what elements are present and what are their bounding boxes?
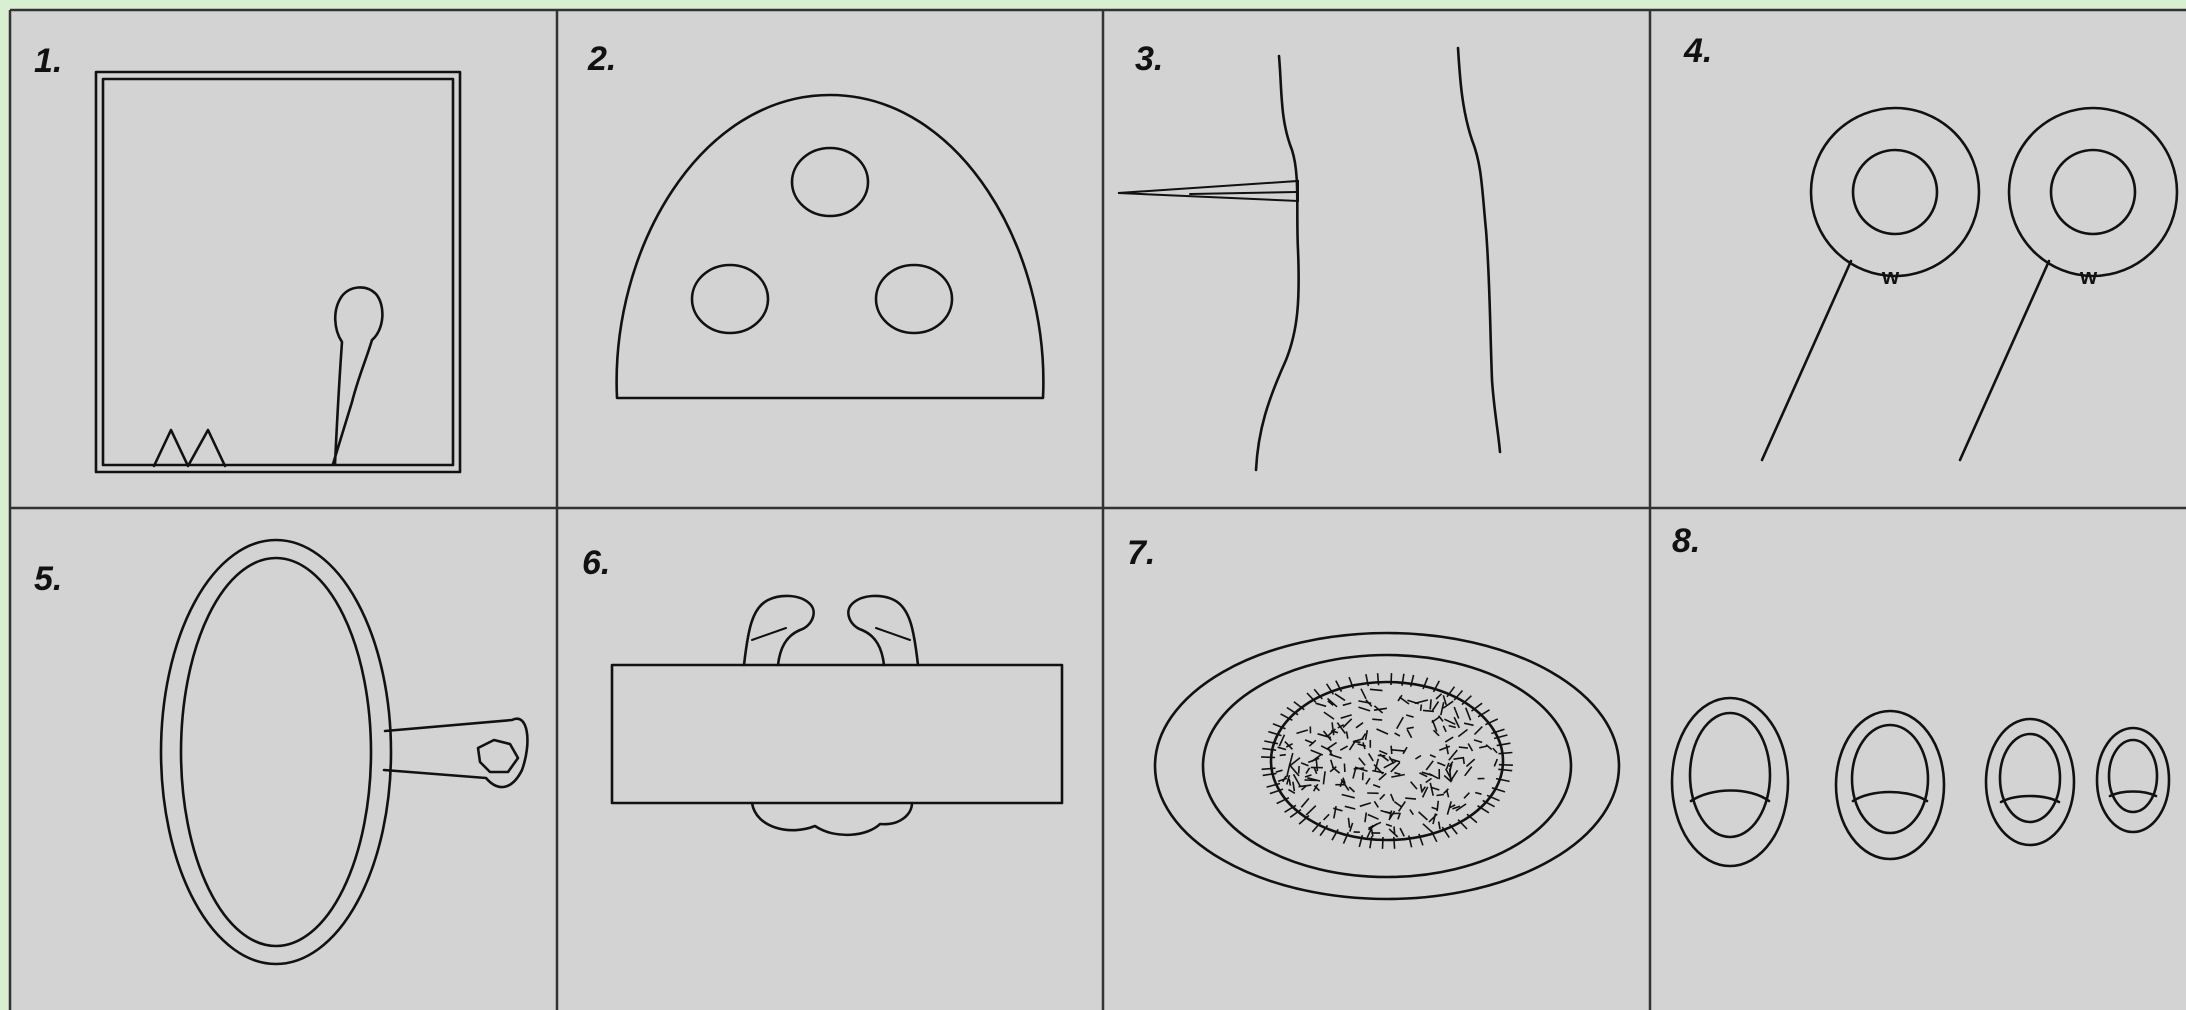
bristle-stroke — [1391, 746, 1392, 754]
bristle-stroke — [1423, 710, 1434, 711]
panel-1-label: 1. — [34, 42, 62, 80]
edge-bristle — [1262, 768, 1276, 769]
svg-text:w: w — [2079, 264, 2098, 289]
bristle-stroke — [1280, 755, 1286, 756]
edge-bristle — [1394, 837, 1395, 849]
panel-3-label: 3. — [1135, 40, 1163, 78]
svg-text:w: w — [1881, 264, 1900, 289]
panel-background — [10, 10, 2186, 1010]
edge-bristle — [1391, 673, 1392, 685]
panel-4-label: 4. — [1683, 32, 1712, 70]
bristle-stroke — [1430, 699, 1431, 709]
bristle-stroke — [1344, 764, 1345, 772]
bristle-stroke — [1421, 784, 1422, 791]
edge-bristle — [1383, 837, 1384, 849]
bristle-stroke — [1421, 705, 1422, 711]
panel-6-label: 6. — [582, 544, 610, 582]
bristle-stroke — [1363, 772, 1364, 780]
bristle-stroke — [1305, 780, 1317, 781]
bristle-stroke — [1437, 794, 1444, 795]
edge-bristle — [1261, 757, 1275, 758]
bristle-stroke — [1463, 758, 1464, 764]
edge-bristle — [1499, 765, 1513, 766]
bristle-stroke — [1405, 798, 1416, 799]
panel-5-label: 5. — [34, 560, 62, 598]
bristle-stroke — [1353, 742, 1361, 743]
bristle-stroke — [1459, 747, 1468, 748]
edge-bristle — [1378, 673, 1379, 685]
panel-2-label: 2. — [587, 40, 616, 78]
panel-7-label: 7. — [1127, 534, 1155, 572]
bristle-stroke — [1372, 719, 1382, 720]
panel-8-label: 8. — [1672, 522, 1700, 560]
